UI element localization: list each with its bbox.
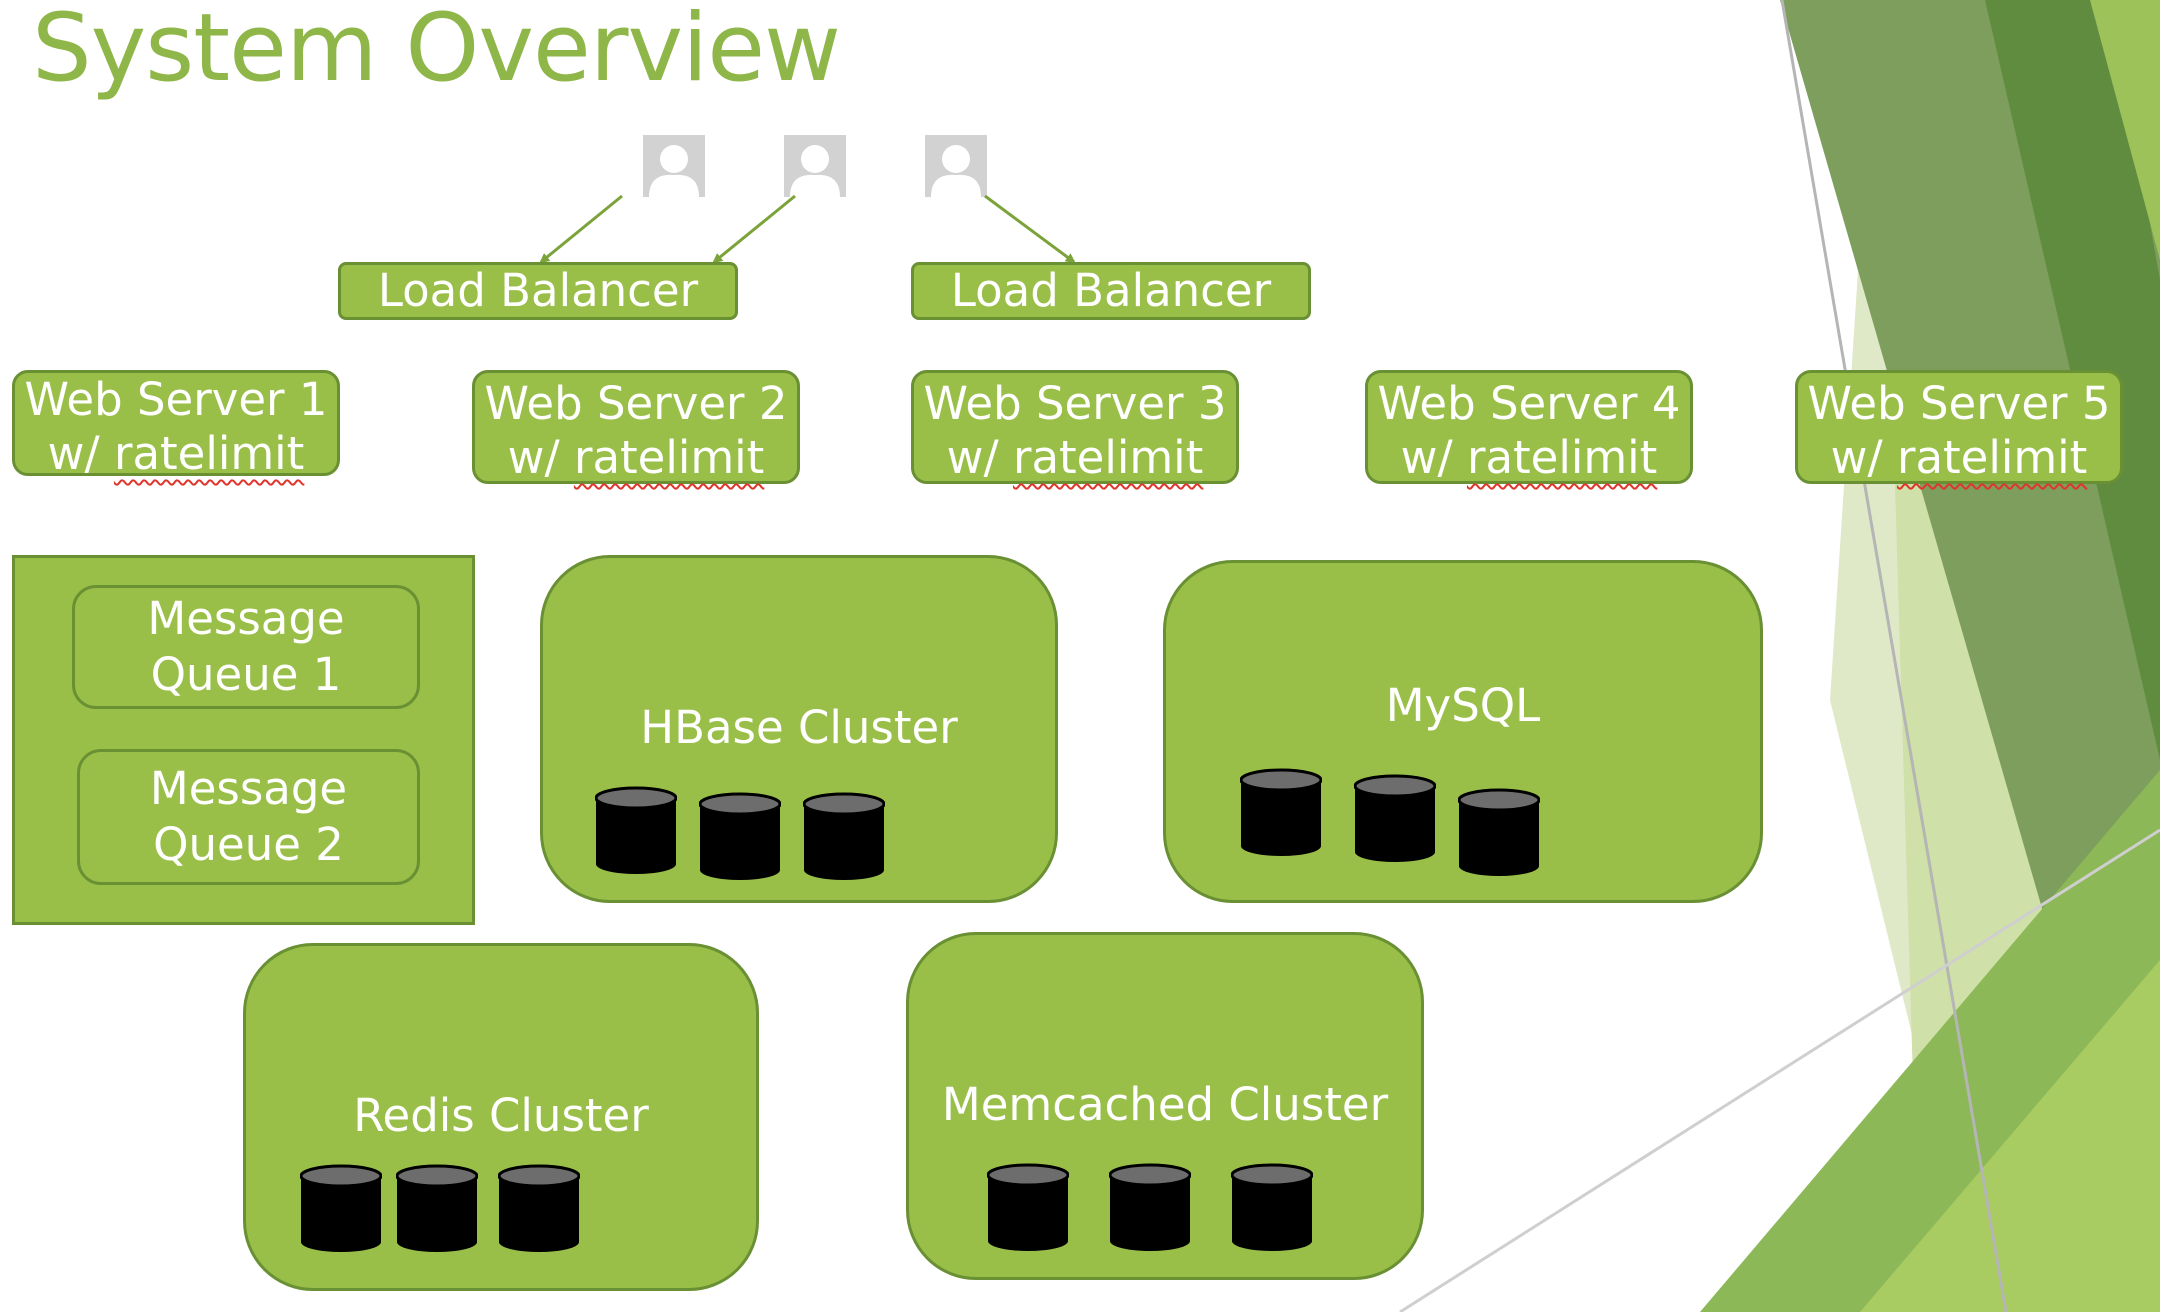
- web-server-label: Web Server 5: [1807, 377, 2111, 430]
- ratelimit-text: ratelimit: [1896, 431, 2088, 484]
- load-balancer-label: Load Balancer: [377, 264, 699, 317]
- message-queue-label: Message: [149, 762, 348, 815]
- ratelimit-text: ratelimit: [113, 427, 305, 480]
- cluster-label: Redis Cluster: [353, 1089, 649, 1142]
- deco-line-1: [1780, 0, 2008, 1312]
- mysql-cluster: MySQL: [1163, 560, 1763, 903]
- arrow-user1-lb1: [539, 194, 623, 264]
- database-icon: [300, 1164, 382, 1252]
- web-server-prefix: w/: [1400, 431, 1467, 484]
- message-queue-label: Queue 2: [153, 818, 344, 871]
- cluster-label: HBase Cluster: [640, 701, 958, 754]
- database-group: [987, 1163, 1313, 1253]
- database-icon: [1109, 1163, 1191, 1251]
- database-icon: [1354, 774, 1436, 862]
- user-icon: [784, 135, 846, 197]
- database-group: [300, 1164, 580, 1254]
- message-queue-label: Queue 1: [150, 648, 342, 701]
- database-icon: [1458, 788, 1540, 876]
- deco-facet-mid: [2090, 0, 2160, 260]
- user-icon: [643, 135, 705, 197]
- arrow-user2-lb1: [712, 194, 796, 264]
- page-title: System Overview: [32, 0, 841, 103]
- web-server-prefix: w/: [507, 431, 574, 484]
- web-server-label: Web Server 1: [24, 373, 328, 426]
- ratelimit-text: ratelimit: [573, 431, 765, 484]
- cluster-label: MySQL: [1385, 679, 1541, 732]
- message-queue-1: Message Queue 1: [72, 585, 420, 709]
- memcached-cluster: Memcached Cluster: [906, 932, 1424, 1280]
- web-server-prefix: w/: [1830, 431, 1897, 484]
- database-icon: [1240, 768, 1322, 856]
- database-icon: [498, 1164, 580, 1252]
- web-server-prefix: w/: [47, 427, 114, 480]
- web-server-1: Web Server 1 w/ ratelimit: [12, 370, 340, 480]
- web-server-4: Web Server 4 w/ ratelimit: [1365, 370, 1693, 484]
- web-server-label: Web Server 4: [1377, 377, 1681, 430]
- web-server-label: Web Server 3: [923, 377, 1227, 430]
- database-icon: [595, 786, 677, 874]
- hbase-cluster: HBase Cluster: [540, 555, 1058, 903]
- database-icon: [987, 1163, 1069, 1251]
- web-server-label: Web Server 2: [484, 377, 788, 430]
- deco-line-2: [1399, 828, 2160, 1312]
- database-icon: [803, 792, 885, 880]
- deco-facet-bottom-light: [1860, 960, 2160, 1312]
- database-group: [595, 786, 885, 882]
- load-balancer-2: Load Balancer: [911, 262, 1311, 320]
- database-group: [1240, 768, 1540, 878]
- web-server-2: Web Server 2 w/ ratelimit: [472, 370, 800, 484]
- user-icon: [925, 135, 987, 197]
- cluster-label: Memcached Cluster: [941, 1078, 1389, 1131]
- database-icon: [1231, 1163, 1313, 1251]
- ratelimit-text: ratelimit: [1466, 431, 1658, 484]
- database-icon: [699, 792, 781, 880]
- redis-cluster: Redis Cluster: [243, 943, 759, 1291]
- load-balancer-label: Load Balancer: [950, 264, 1272, 317]
- message-queue-group: Message Queue 1 Message Queue 2: [12, 555, 475, 925]
- web-server-5: Web Server 5 w/ ratelimit: [1795, 370, 2123, 484]
- arrow-user3-lb2: [984, 194, 1076, 264]
- message-queue-label: Message: [147, 592, 345, 645]
- web-server-3: Web Server 3 w/ ratelimit: [911, 370, 1239, 484]
- web-server-prefix: w/: [946, 431, 1013, 484]
- message-queue-2: Message Queue 2: [77, 749, 420, 885]
- database-icon: [396, 1164, 478, 1252]
- load-balancer-1: Load Balancer: [338, 262, 738, 320]
- ratelimit-text: ratelimit: [1012, 431, 1204, 484]
